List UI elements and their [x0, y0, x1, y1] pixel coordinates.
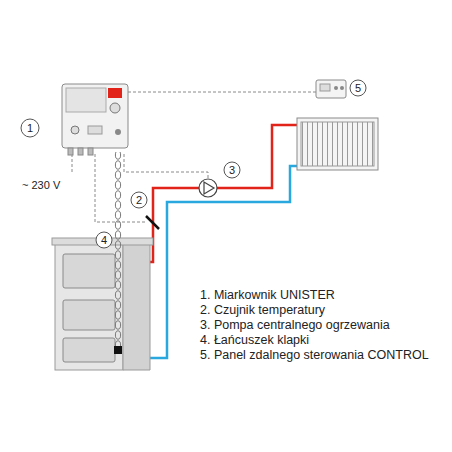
pump-symbol — [199, 179, 217, 197]
callout-circle — [224, 162, 240, 178]
boiler — [52, 238, 153, 370]
flap-chain — [114, 152, 122, 346]
temperature-sensor — [146, 216, 159, 229]
controller — [62, 84, 128, 155]
flap — [114, 346, 122, 354]
callout-number: 1 — [21, 121, 39, 135]
legend-line: 3. Pompa centralnego ogrzewania — [200, 318, 390, 333]
remote-panel — [316, 80, 346, 98]
legend-line: 5. Panel zdalnego sterowania CONTROL — [200, 348, 429, 363]
supply-pipe — [217, 125, 297, 188]
voltage-label: ~ 230 V — [22, 179, 60, 192]
callout-number: 3 — [223, 163, 241, 177]
legend-line: 4. Łańcuszek klapki — [200, 333, 309, 348]
callout-circle — [131, 192, 147, 208]
legend-line: 2. Czujnik temperatury — [200, 303, 325, 318]
power-wire — [72, 154, 73, 172]
pump-wire — [124, 154, 208, 179]
remote-wire — [128, 92, 316, 93]
callout-circles — [21, 80, 366, 248]
callout-circle — [96, 232, 112, 248]
callout-number: 2 — [130, 193, 148, 207]
callout-circle — [350, 80, 366, 96]
supply-pipe — [150, 188, 199, 262]
radiator — [297, 118, 378, 170]
legend-line: 1. Miarkownik UNISTER — [200, 288, 335, 303]
callout-number: 5 — [349, 81, 367, 95]
callout-circle — [21, 119, 39, 137]
callout-number: 4 — [95, 233, 113, 247]
